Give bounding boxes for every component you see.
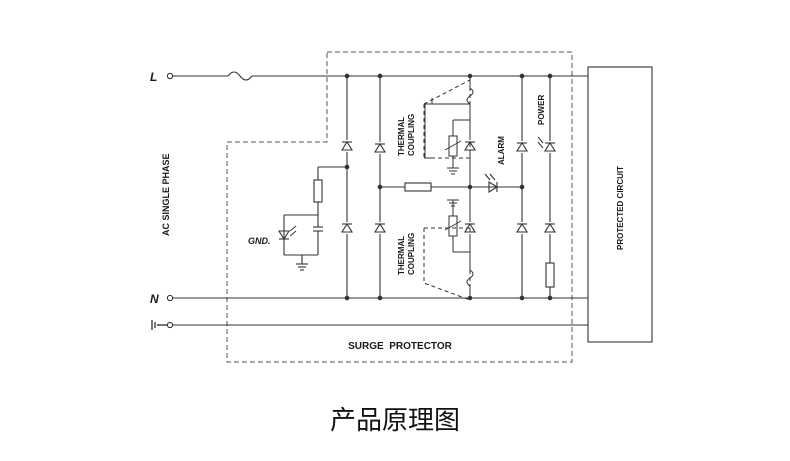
protected-circuit-box — [587, 66, 653, 343]
surge-protector-label: SURGE PROTECTOR — [348, 341, 452, 352]
thermal-top-line2: COUPLING — [407, 114, 416, 156]
terminal-l-label: L — [150, 70, 157, 84]
input-wires — [166, 71, 588, 329]
surge-protector-boundary — [226, 51, 573, 363]
power-diode — [544, 223, 556, 233]
fuse-icon — [227, 71, 253, 81]
tvs-diode-2 — [341, 223, 353, 233]
alarm-label: ALARM — [497, 136, 506, 165]
alarm-diode — [516, 142, 528, 152]
gnd-branch — [283, 166, 347, 271]
thermal-bottom-line2: COUPLING — [407, 233, 416, 275]
gnd-indicator-led-icon — [278, 225, 297, 240]
power-led-icon — [537, 136, 556, 152]
tvs-diode-4 — [374, 223, 386, 233]
surge-branch-1 — [344, 73, 350, 301]
alarm-diode-2 — [516, 223, 528, 233]
gnd-label: GND. — [248, 236, 271, 246]
thermal-bottom-line1: THERMAL — [397, 236, 406, 275]
thermal-coupling-bottom — [423, 187, 474, 301]
earth-terminal-icon — [151, 320, 167, 330]
tvs-diode-1 — [341, 141, 353, 151]
alarm-led-icon — [484, 173, 499, 193]
surge-branch-2 — [377, 73, 522, 301]
terminal-n-label: N — [150, 292, 159, 306]
thermal-coupling-top — [423, 73, 474, 190]
power-branch — [519, 73, 555, 301]
ac-single-phase-label: AC SINGLE PHASE — [161, 153, 171, 236]
power-label: POWER — [537, 95, 546, 125]
tvs-diode-3 — [374, 143, 386, 153]
diagram-caption: 产品原理图 — [330, 406, 460, 436]
protected-circuit-label: PROTECTED CIRCUIT — [616, 166, 625, 250]
thermal-top-line1: THERMAL — [397, 117, 406, 156]
